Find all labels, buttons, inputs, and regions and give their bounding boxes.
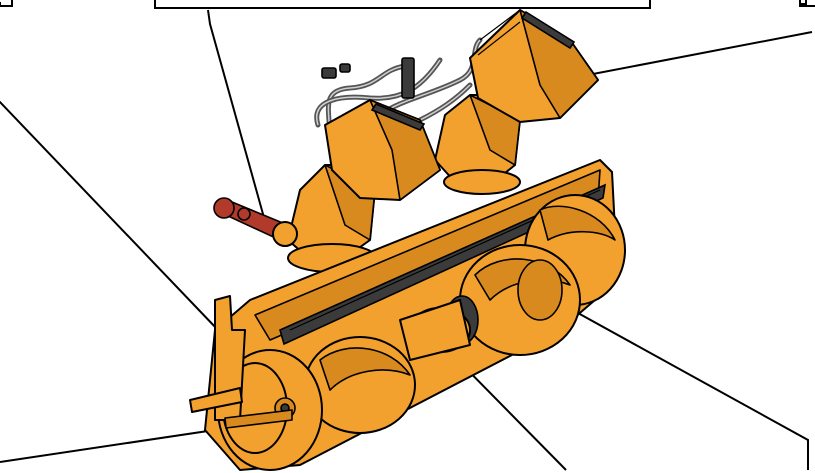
- side-frame: [189, 295, 293, 429]
- leader-line-frame: [0, 100, 219, 331]
- leader-line-impeller: [557, 301, 809, 470]
- center-gearbox: [399, 295, 479, 361]
- callout-box-top-center: [154, 0, 651, 9]
- leader-stub-top-right: [800, 0, 807, 5]
- right-impeller: [459, 194, 626, 356]
- leader-line-drive: [207, 9, 269, 233]
- callout-box-top-right: [799, 0, 815, 7]
- left-auger: [217, 336, 416, 471]
- leader-stub-top-left: [0, 2, 6, 7]
- leader-line-auger-hub: [0, 427, 229, 463]
- leader-line-chute-hood: [571, 31, 813, 79]
- pto-drive-shaft: [213, 197, 298, 247]
- left-discharge-chute: [287, 99, 441, 273]
- right-discharge-chute: [434, 9, 599, 195]
